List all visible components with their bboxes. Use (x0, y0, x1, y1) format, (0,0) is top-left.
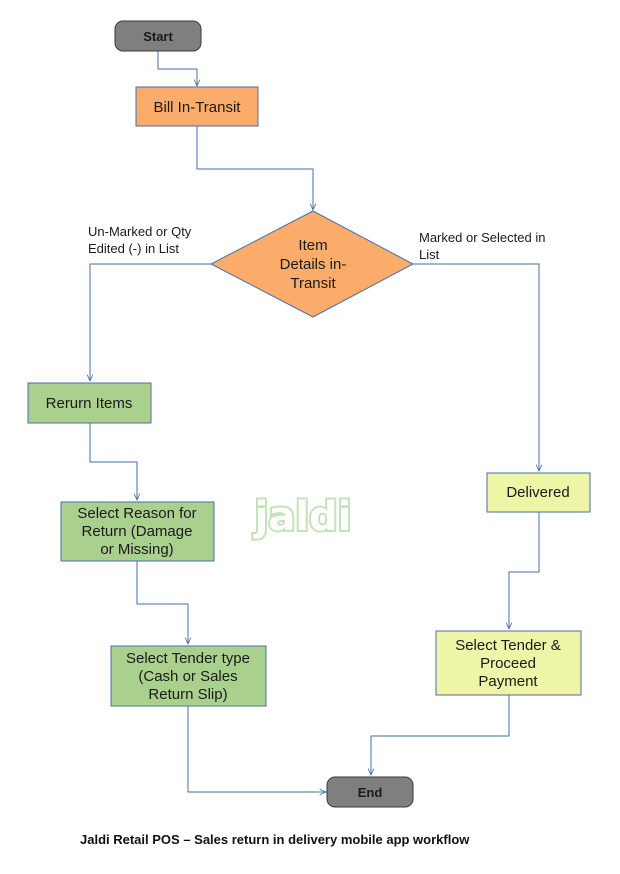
item-details-line-3: Transit (290, 275, 336, 292)
select-reason-line-1: Select Reason for (77, 505, 196, 522)
bill-in-transit-label: Bill In-Transit (154, 99, 242, 116)
select-tender-proceed-line-3: Payment (478, 673, 538, 690)
right-branch-label-line-1: Marked or Selected in (419, 230, 545, 245)
select-reason-line-2: Return (Damage (82, 523, 193, 540)
edge-decision-to-delivered (413, 263, 539, 471)
end-label: End (358, 785, 383, 800)
select-reason-node: Select Reason for Return (Damage or Miss… (60, 501, 215, 562)
diagram-caption: Jaldi Retail POS – Sales return in deliv… (80, 832, 470, 847)
select-reason-line-3: or Missing) (100, 541, 173, 558)
watermark-logo: jaldi (253, 494, 352, 540)
right-branch-label-line-2: List (419, 247, 440, 262)
item-details-decision-node: Item Details in- Transit (209, 210, 415, 318)
bill-in-transit-node: Bill In-Transit (135, 86, 259, 127)
start-label: Start (143, 29, 173, 44)
select-tender-proceed-line-1: Select Tender & (455, 637, 561, 654)
edge-start-to-bill (157, 51, 197, 86)
item-details-line-1: Item (298, 237, 327, 254)
start-node: Start (114, 20, 202, 52)
edge-reason-to-tender-type (136, 561, 188, 644)
edge-delivered-to-tender-proceed (509, 512, 540, 629)
edge-return-items-to-reason (89, 423, 137, 500)
left-branch-label-line-1: Un-Marked or Qty (88, 224, 192, 239)
edge-decision-to-return-items (90, 263, 211, 381)
return-items-node: Rerurn Items (27, 382, 152, 424)
select-tender-type-node: Select Tender type (Cash or Sales Return… (110, 645, 267, 707)
select-tender-type-line-3: Return Slip) (148, 686, 227, 703)
select-tender-type-line-1: Select Tender type (126, 650, 250, 667)
select-tender-type-line-2: (Cash or Sales (138, 668, 237, 685)
edge-tender-type-to-end (187, 706, 326, 792)
delivered-node: Delivered (486, 472, 591, 513)
select-tender-proceed-node: Select Tender & Proceed Payment (435, 630, 582, 696)
end-node: End (326, 776, 414, 808)
delivered-label: Delivered (506, 484, 569, 501)
select-tender-proceed-line-2: Proceed (480, 655, 536, 672)
return-items-label: Rerurn Items (46, 395, 133, 412)
edge-bill-to-decision (196, 126, 313, 210)
edge-tender-proceed-to-end (371, 695, 510, 775)
connectors (90, 51, 539, 792)
item-details-line-2: Details in- (280, 256, 347, 273)
left-branch-label-line-2: Edited (-) in List (88, 241, 179, 256)
